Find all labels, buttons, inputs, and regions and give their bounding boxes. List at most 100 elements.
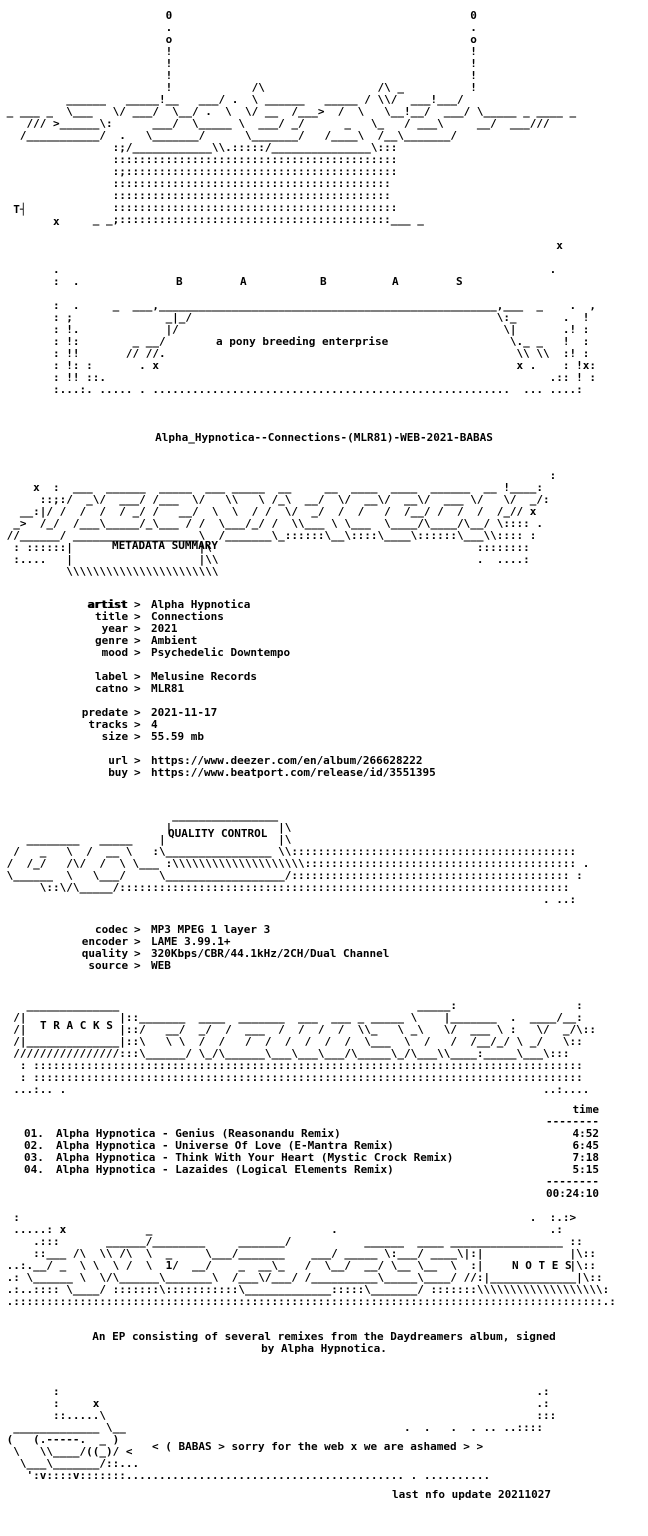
quality-key-source: source	[88, 959, 129, 972]
metadata-rows: artist>Alpha Hypnotica title>Connections…	[0, 599, 648, 779]
logo-letters: B A B A S	[0, 275, 648, 289]
x-mark-left: x	[52, 215, 60, 228]
track-time: 4:52	[572, 1127, 600, 1140]
quality-key-codec: codec	[95, 923, 129, 936]
meta-key-label: label	[95, 670, 129, 683]
track-title: Alpha Hypnotica - Genius (Reasonandu Rem…	[56, 1127, 341, 1140]
quality-row-quality: quality>320Kbps/CBR/44.1kHz/2CH/Dual Cha…	[81, 947, 390, 960]
track-time: 7:18	[572, 1151, 600, 1164]
logo-frame-middle: : . _ ___,______________________________…	[52, 299, 597, 396]
notes-line-2: by Alpha Hypnotica.	[261, 1342, 387, 1355]
meta-row-mood: mood>Psychedelic Downtempo	[101, 646, 291, 659]
quality-header-art: ________________ | |\ ________ _____ | |…	[6, 809, 590, 906]
logo-corner-mark: T┤	[0, 204, 648, 216]
meta-row-genre: genre>Ambient	[95, 634, 198, 647]
tracklist: time -------- 01. Alpha Hypnotica - Geniu…	[0, 1104, 648, 1200]
release-name: Alpha_Hypnotica--Connections-(MLR81)-WEB…	[155, 431, 493, 444]
meta-row-catno: catno>MLR81	[95, 682, 185, 695]
meta-key-tracks: tracks	[88, 718, 129, 731]
total-time: 00:24:10	[546, 1187, 599, 1200]
meta-row-url: url>https://www.deezer.com/en/album/2666…	[108, 754, 423, 767]
meta-value-year: 2021	[151, 622, 178, 635]
tracklist-total-row: 00:24:10	[0, 1188, 648, 1200]
tracklist-time-header: time	[0, 1104, 648, 1116]
section-title-quality: QUALITY CONTROL	[168, 827, 268, 840]
track-title: Alpha Hypnotica - Universe Of Love (E-Ma…	[56, 1139, 394, 1152]
meta-value-artist: Alpha Hypnotica	[151, 598, 251, 611]
logo-letter-1: B	[176, 275, 183, 288]
meta-value-predate: 2021-11-17	[151, 706, 218, 719]
track-row: 02.Alpha Hypnotica - Universe Of Love (E…	[0, 1140, 648, 1152]
logo-side-marks: x	[0, 216, 648, 228]
meta-row-label: label>Melusine Records	[95, 670, 257, 683]
meta-key: artist	[87, 598, 127, 611]
track-time: 5:15	[572, 1163, 600, 1176]
track-row: 04. Alpha Hypnotica - Lazaides (Logical E…	[0, 1164, 648, 1176]
meta-value-size: 55.59 mb	[151, 730, 204, 743]
meta-row-predate: predate>2021-11-17	[81, 706, 218, 719]
quality-value-quality: 320Kbps/CBR/44.1kHz/2CH/Dual Channel	[151, 947, 390, 960]
quality-key-encoder: encoder	[81, 935, 129, 948]
footer-update: last nfo update 20211027	[392, 1488, 551, 1501]
meta-row-artist: artist>Alpha Hypnotica	[88, 598, 251, 611]
section-title-notes: N O T E S	[512, 1259, 572, 1272]
meta-value-tracks: 4	[151, 718, 158, 731]
meta-key-size: size	[101, 730, 129, 743]
babas-logo-art: 0 0 . . o o	[6, 9, 577, 226]
meta-key-catno: catno	[95, 682, 129, 695]
quality-value-source: WEB	[151, 959, 171, 972]
logo-tagline: a pony breeding enterprise	[216, 335, 389, 348]
meta-row-buy: buy>https://www.beatport.com/release/id/…	[108, 766, 436, 779]
time-header: time	[572, 1103, 600, 1116]
quality-row-codec: codec>MP3 MPEG 1 layer 3	[95, 923, 271, 936]
logo-letter-4: A	[392, 275, 399, 288]
track-title: Alpha Hypnotica - Lazaides (Logical Elem…	[56, 1163, 394, 1176]
tracklist-total-rule: --------	[546, 1175, 599, 1188]
meta-value-url: https://www.deezer.com/en/album/26662822…	[151, 754, 423, 767]
meta-row-tracks: tracks>4	[88, 718, 158, 731]
meta-key-year: year	[101, 622, 129, 635]
section-title-metadata: METADATA SUMMARY	[112, 539, 218, 552]
meta-row-year: year>2021	[101, 622, 178, 635]
tracks-header-art: ______________ _____: : /| |::_______ __…	[13, 999, 597, 1096]
meta-key-buy: buy	[108, 766, 129, 779]
track-row: 03. Alpha Hypnotica - Think With Your Hea…	[0, 1152, 648, 1164]
quality-value-encoder: LAME 3.99.1+	[151, 935, 231, 948]
meta-value-label: Melusine Records	[151, 670, 257, 683]
meta-key-genre: genre	[95, 634, 129, 647]
notes-text: An EP consisting of several remixes from…	[0, 1331, 648, 1355]
corner-mark-icon: T┤	[13, 203, 27, 216]
tracklist-header-rule: --------	[546, 1115, 599, 1128]
notes-line-1: An EP consisting of several remixes from…	[92, 1330, 556, 1343]
meta-value-title: Connections	[151, 610, 224, 623]
quality-key-quality: quality	[81, 947, 129, 960]
quality-value-codec: MP3 MPEG 1 layer 3	[151, 923, 271, 936]
logo-frame-top: . . : .	[52, 263, 557, 288]
notes-header-art: : . :.:> .....: x _ . .: .::: ______/___…	[6, 1211, 616, 1308]
meta-key-title: title	[95, 610, 129, 623]
track-number: 04.	[24, 1163, 44, 1176]
meta-value-buy: https://www.beatport.com/release/id/3551…	[151, 766, 436, 779]
quality-rows: codec>MP3 MPEG 1 layer 3 encoder>LAME 3.…	[0, 924, 648, 972]
track-row: 01. Alpha Hypnotica - Genius (Reasonandu …	[0, 1128, 648, 1140]
logo-letter-3: B	[320, 275, 327, 288]
quality-row-source: source>WEB	[88, 959, 171, 972]
quality-row-encoder: encoder>LAME 3.99.1+	[81, 935, 231, 948]
meta-value-genre: Ambient	[151, 634, 198, 647]
meta-key-mood: mood	[101, 646, 129, 659]
track-title: Alpha Hypnotica - Think With Your Heart …	[56, 1151, 454, 1164]
track-time: 6:45	[572, 1139, 600, 1152]
meta-key-predate: predate	[81, 706, 129, 719]
track-number: 03.	[24, 1151, 44, 1164]
logo-letter-5: S	[456, 275, 463, 288]
meta-key-url: url	[108, 754, 129, 767]
x-mark-right: x	[556, 239, 563, 252]
footer-banner: < ( BABAS > sorry for the web x we are a…	[152, 1440, 484, 1453]
logo-letter-2: A	[240, 275, 247, 288]
meta-row-title: title>Connections	[95, 610, 224, 623]
meta-value-mood: Psychedelic Downtempo	[151, 646, 291, 659]
track-number: 01.	[24, 1127, 44, 1140]
meta-value-catno: MLR81	[151, 682, 185, 695]
meta-key-artist: artist	[88, 598, 129, 611]
meta-row-size: size>55.59 mb	[101, 730, 204, 743]
